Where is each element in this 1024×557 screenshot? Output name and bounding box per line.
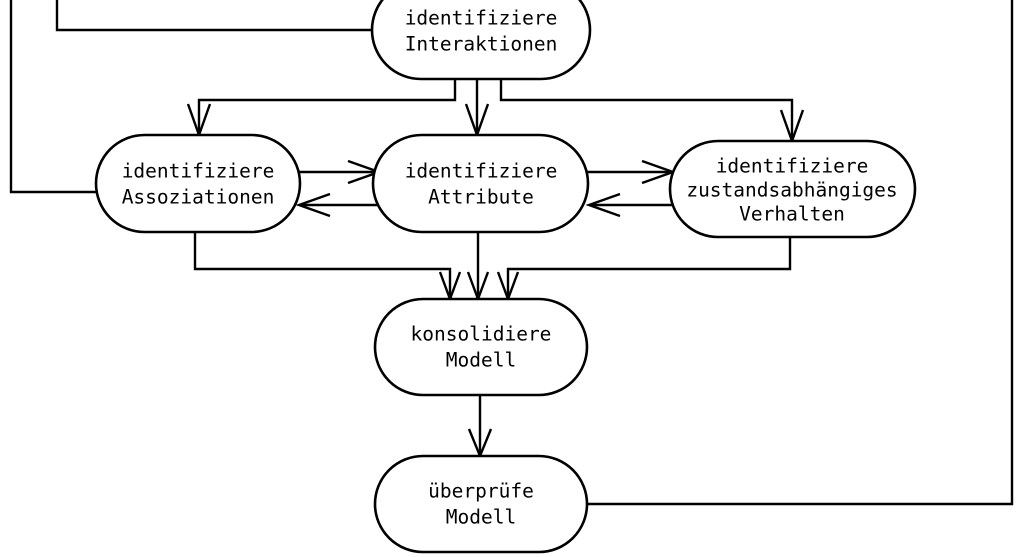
node-label-ueberpruefe-line2: Modell <box>446 506 516 529</box>
node-identifiziere-interaktionen[interactable]: identifiziere Interaktionen <box>370 0 592 81</box>
node-konsolidiere-modell[interactable]: konsolidiere Modell <box>373 297 589 397</box>
edge-assoziationen-to-konsolidiere <box>193 233 452 298</box>
node-shape-assoziationen <box>94 133 302 234</box>
node-identifiziere-assoziationen[interactable]: identifiziere Assoziationen <box>94 133 302 234</box>
nodes-layer: identifiziere Interaktionen identifizier… <box>94 0 917 554</box>
node-label-assoziationen-line1: identifiziere <box>122 160 275 183</box>
edge-offscreen-to-assoziationen <box>9 0 104 194</box>
node-identifiziere-zustandsabhaengiges-verhalten[interactable]: identifiziere zustandsabhängiges Verhalt… <box>668 139 917 239</box>
node-label-konsolidiere-line2: Modell <box>446 349 516 372</box>
node-label-interaktionen-line1: identifiziere <box>405 7 558 30</box>
edge-zustandsverhalten-to-konsolidiere <box>506 238 792 298</box>
arrowhead-attribute-to-assoziationen <box>295 192 331 218</box>
node-identifiziere-attribute[interactable]: identifiziere Attribute <box>371 133 590 234</box>
node-label-zustandsverhalten-line3: Verhalten <box>739 203 845 226</box>
node-shape-interaktionen <box>370 0 592 81</box>
node-label-zustandsverhalten-line2: zustandsabhängiges <box>686 179 897 202</box>
node-label-zustandsverhalten-line1: identifiziere <box>716 155 869 178</box>
node-label-attribute-line1: identifiziere <box>405 160 558 183</box>
arrowhead-zustandsverhalten-to-attribute <box>585 192 621 218</box>
node-label-ueberpruefe-line1: überprüfe <box>428 480 534 503</box>
node-ueberpruefe-modell[interactable]: überprüfe Modell <box>373 454 589 554</box>
edge-ueberpruefe-feedback-right <box>587 0 1014 506</box>
node-label-assoziationen-line2: Assoziationen <box>122 186 275 209</box>
node-shape-attribute <box>371 133 590 234</box>
node-label-konsolidiere-line1: konsolidiere <box>411 323 552 346</box>
node-shape-zustandsverhalten <box>668 139 917 239</box>
edge-interaktionen-feedback-left <box>55 0 372 32</box>
edge-interaktionen-to-zustandsverhalten <box>499 79 794 140</box>
node-label-attribute-line2: Attribute <box>428 186 534 209</box>
node-shape-ueberpruefe <box>373 454 589 554</box>
node-label-interaktionen-line2: Interaktionen <box>405 33 558 56</box>
node-shape-konsolidiere <box>373 297 589 397</box>
edge-interaktionen-to-assoziationen <box>197 79 457 134</box>
